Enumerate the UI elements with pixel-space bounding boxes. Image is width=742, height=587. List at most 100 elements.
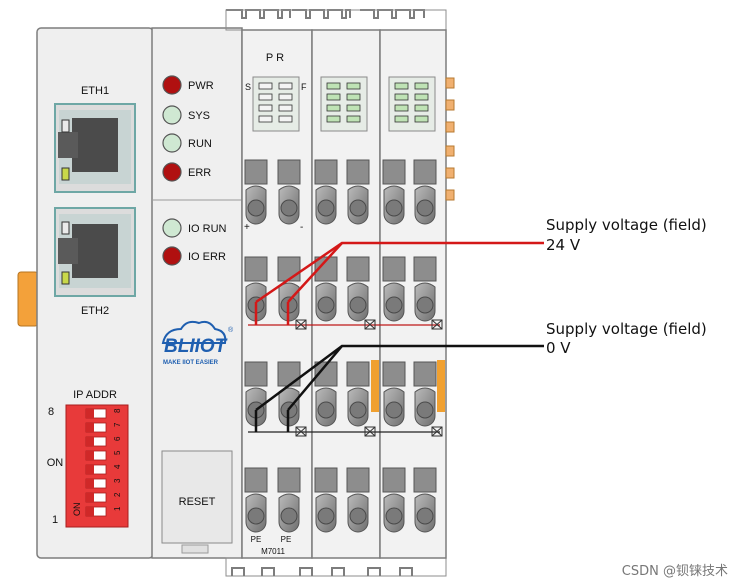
- dip-switch-4[interactable]: 4: [85, 464, 122, 475]
- pe-label-right: PE: [281, 535, 292, 544]
- wire-24v: [254, 241, 544, 325]
- callout-0v-title: Supply voltage (field): [546, 320, 707, 338]
- module-led-window: [320, 76, 368, 132]
- terminal-clamp[interactable]: [382, 256, 406, 322]
- terminal-clamp[interactable]: [413, 159, 437, 225]
- terminal-clamp[interactable]: [314, 361, 338, 427]
- module-pr-label: P R: [266, 52, 284, 64]
- dip-on-side: ON: [72, 503, 82, 517]
- terminal-clamp[interactable]: [346, 361, 370, 427]
- module-s-label: S: [245, 82, 251, 92]
- channel-led-icon: [394, 115, 409, 123]
- terminal-plus-label: +: [244, 222, 250, 233]
- channel-led-icon: [258, 115, 273, 123]
- orange-strip: [371, 360, 379, 412]
- channel-led-icon: [346, 104, 361, 112]
- terminal-clamp[interactable]: [413, 467, 437, 533]
- eth2-port[interactable]: [54, 207, 136, 297]
- led-indicator-icon: [162, 105, 182, 125]
- channel-led-icon: [326, 104, 341, 112]
- channel-led-icon: [346, 115, 361, 123]
- watermark: CSDN @钡铼技术: [622, 564, 728, 579]
- logo-wordmark: BLIIOT: [164, 336, 228, 357]
- channel-led-icon: [394, 82, 409, 90]
- eth2-label: ETH2: [81, 305, 109, 317]
- controller-body: ETH1 ETH2 IP ADDR 8 7 6 5 4 3 2 1 ON 8 ON: [36, 27, 243, 559]
- dip-number: 6: [113, 436, 122, 441]
- led-io-err: IO ERR: [162, 246, 226, 266]
- dip-switch-2[interactable]: 2: [85, 492, 122, 503]
- dip-switch-6[interactable]: 6: [85, 436, 122, 447]
- led-err: ERR: [162, 162, 211, 182]
- eth1-port[interactable]: [54, 103, 136, 193]
- dip-switch-7[interactable]: 7: [85, 422, 122, 433]
- terminal-clamp[interactable]: [314, 256, 338, 322]
- led-label: PWR: [188, 80, 214, 92]
- led-label: IO ERR: [188, 251, 226, 263]
- channel-led-icon: [326, 115, 341, 123]
- dip-label-1: 1: [52, 514, 58, 526]
- logo-registered-mark: ®: [228, 326, 234, 334]
- logo-tagline: MAKE IIOT EASIER: [163, 360, 219, 366]
- led-io-run: IO RUN: [162, 218, 227, 238]
- terminal-clamp[interactable]: [382, 467, 406, 533]
- led-label: ERR: [188, 167, 211, 179]
- dip-number: 5: [113, 450, 122, 455]
- terminal-clamp[interactable]: [277, 159, 301, 225]
- channel-led-icon: [414, 104, 429, 112]
- callout-0v-value: 0 V: [546, 339, 571, 357]
- channel-led-icon: [414, 93, 429, 101]
- channel-led-icon: [346, 82, 361, 90]
- terminal-clamp[interactable]: [346, 256, 370, 322]
- led-indicator-icon: [162, 133, 182, 153]
- eth1-label: ETH1: [81, 85, 109, 97]
- ip-addr-label: IP ADDR: [73, 389, 117, 401]
- terminal-clamp[interactable]: [244, 467, 268, 533]
- callout-24v-value: 24 V: [546, 236, 581, 254]
- terminal-clamp[interactable]: [314, 467, 338, 533]
- reset-button[interactable]: RESET: [161, 450, 233, 544]
- led-label: SYS: [188, 110, 210, 122]
- dip-label-on: ON: [47, 457, 64, 469]
- terminal-clamp[interactable]: [413, 256, 437, 322]
- module-led-window: [252, 76, 300, 132]
- reset-label: RESET: [179, 496, 216, 508]
- terminal-clamp[interactable]: [314, 159, 338, 225]
- terminal-clamp[interactable]: [382, 361, 406, 427]
- dip-switch-3[interactable]: 3: [85, 478, 122, 489]
- dip-number: 1: [113, 506, 122, 511]
- terminal-clamp[interactable]: [346, 467, 370, 533]
- pe-label-left: PE: [251, 535, 262, 544]
- led-label: IO RUN: [188, 223, 227, 235]
- channel-led-icon: [326, 93, 341, 101]
- ip-dip-switch[interactable]: 8 7 6 5 4 3 2 1 ON: [65, 404, 129, 528]
- channel-led-icon: [278, 115, 293, 123]
- dip-switch-8[interactable]: 8: [85, 408, 122, 419]
- channel-led-icon: [278, 104, 293, 112]
- dip-switch-1[interactable]: 1: [85, 506, 122, 517]
- led-run: RUN: [162, 133, 212, 153]
- terminal-clamp[interactable]: [413, 361, 437, 427]
- channel-led-icon: [414, 82, 429, 90]
- wire-0v: [254, 344, 544, 432]
- channel-led-icon: [414, 115, 429, 123]
- terminal-clamp[interactable]: [277, 467, 301, 533]
- channel-led-icon: [326, 82, 341, 90]
- channel-led-icon: [394, 93, 409, 101]
- dip-switch-5[interactable]: 5: [85, 450, 122, 461]
- din-rail-clip: [17, 271, 39, 327]
- module-led-window: [388, 76, 436, 132]
- orange-strip: [437, 360, 445, 412]
- led-label: RUN: [188, 138, 212, 150]
- terminal-minus-label: -: [300, 222, 303, 233]
- terminal-clamp[interactable]: [346, 159, 370, 225]
- channel-led-icon: [258, 93, 273, 101]
- status-leds: PWR SYS RUN ERR IO RUN IO ERR: [162, 75, 227, 266]
- terminal-clamp[interactable]: [244, 159, 268, 225]
- led-indicator-icon: [162, 218, 182, 238]
- led-indicator-icon: [162, 75, 182, 95]
- terminal-clamp[interactable]: [382, 159, 406, 225]
- channel-led-icon: [278, 82, 293, 90]
- bliiot-logo: BLIIOT MAKE IIOT EASIER ®: [161, 320, 234, 366]
